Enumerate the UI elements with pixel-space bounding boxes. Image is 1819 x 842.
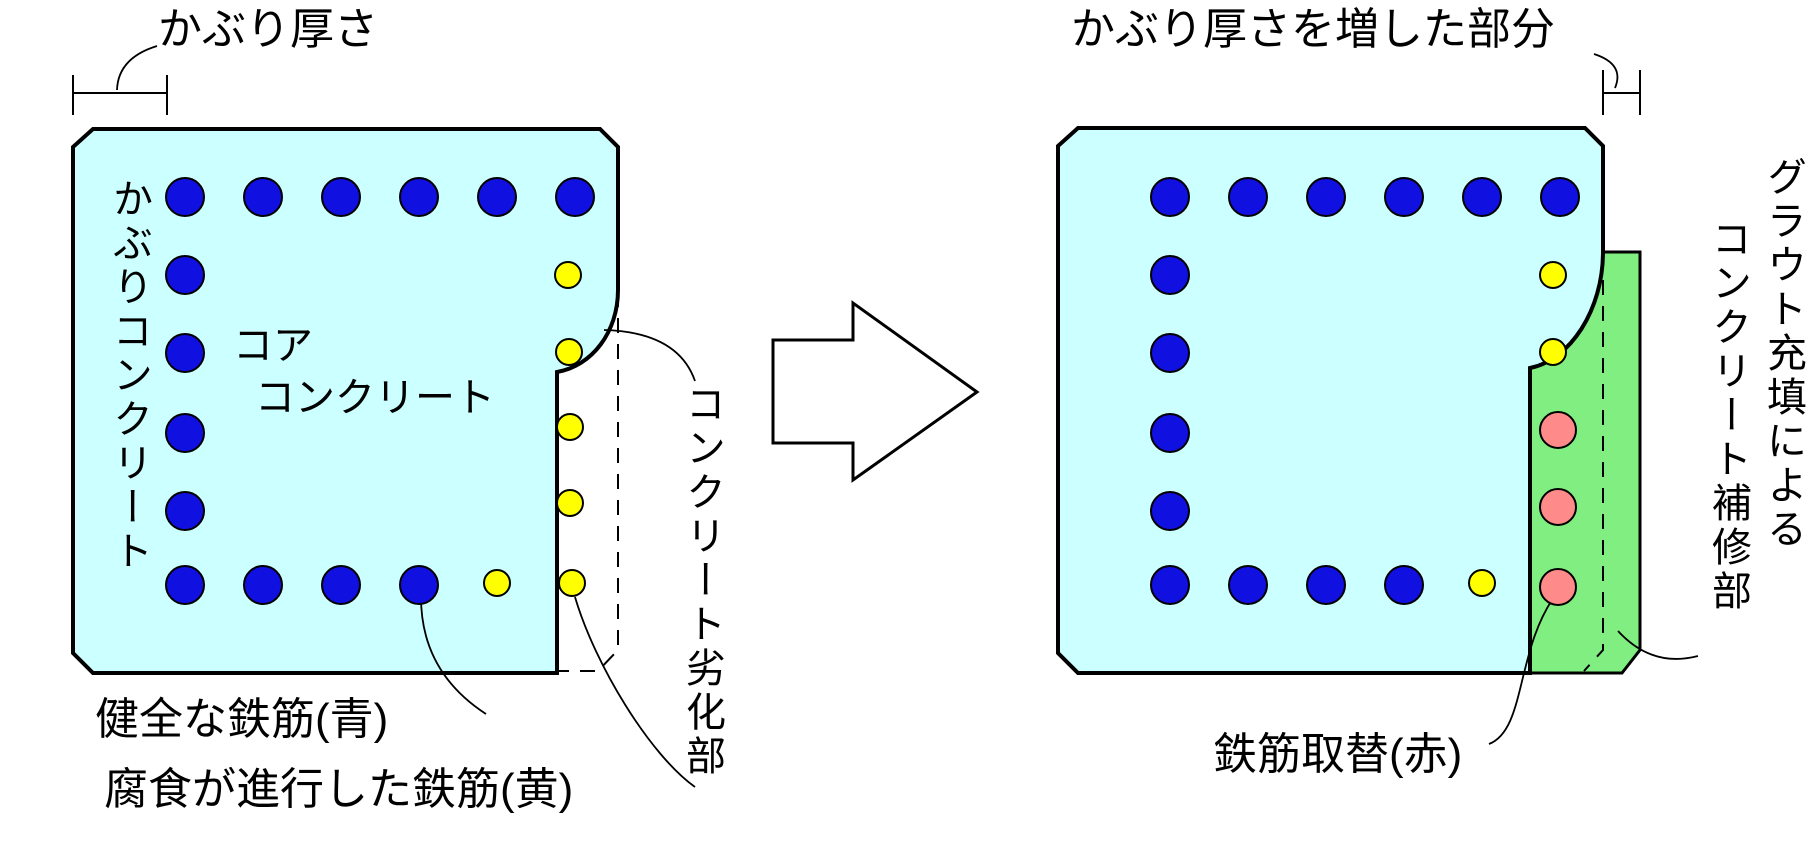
rebar-blue <box>1150 333 1190 373</box>
rebar-yellow <box>556 413 584 441</box>
rebar-blue <box>1384 565 1424 605</box>
deterioration-leader <box>603 329 696 382</box>
deterioration-zone-label: コンクリート劣化部 <box>680 383 724 779</box>
rebar-blue <box>399 565 439 605</box>
rebar-red <box>1539 568 1577 606</box>
core-concrete-line2: コンクリート <box>255 376 495 420</box>
rebar-yellow <box>556 489 584 517</box>
rebar-yellow <box>1539 338 1567 366</box>
right-added-cover-label: かぶり厚さを増した部分 <box>1071 5 1555 54</box>
cover-concrete-label: かぶりコンクリート <box>107 178 151 574</box>
left-dimension-leader <box>116 45 158 91</box>
sound-rebar-legend: 健全な鉄筋(青) <box>95 695 389 744</box>
rebar-blue <box>1384 177 1424 217</box>
sound-rebar-leader <box>420 596 487 715</box>
rebar-blue <box>243 565 283 605</box>
rebar-blue <box>165 565 205 605</box>
rebar-blue <box>1462 177 1502 217</box>
rebar-yellow <box>554 261 582 289</box>
rebar-blue <box>1306 177 1346 217</box>
rebar-blue <box>399 177 439 217</box>
rebar-blue <box>243 177 283 217</box>
rebar-blue <box>165 177 205 217</box>
core-concrete-line1: コア <box>233 324 313 368</box>
transformation-arrow <box>771 300 980 483</box>
rebar-yellow <box>483 569 511 597</box>
rebar-yellow <box>1539 261 1567 289</box>
rebar-blue <box>1540 177 1580 217</box>
right-concrete-section <box>1056 126 1605 675</box>
rebar-yellow <box>555 338 583 366</box>
rebar-blue <box>165 255 205 295</box>
left-rebar-group <box>165 177 595 605</box>
rebar-blue <box>1150 491 1190 531</box>
rebar-blue <box>1306 565 1346 605</box>
rebar-blue <box>321 565 361 605</box>
rebar-blue <box>477 177 517 217</box>
rebar-blue <box>555 177 595 217</box>
rebar-red <box>1539 411 1577 449</box>
right-original-surface-dashed <box>1583 254 1604 672</box>
rebar-blue <box>165 333 205 373</box>
grout-filling-label: グラウト充填による <box>1761 156 1805 552</box>
left-concrete-section <box>71 127 620 675</box>
left-original-surface-dashed <box>557 292 619 672</box>
rebar-blue <box>1150 565 1190 605</box>
right-dimension-leader <box>1593 53 1619 89</box>
right-dimension-bracket <box>1602 70 1641 115</box>
rebar-red <box>1539 488 1577 526</box>
rebar-yellow <box>1468 569 1496 597</box>
rebar-blue <box>1150 255 1190 295</box>
replaced-rebar-legend: 鉄筋取替(赤) <box>1213 730 1463 779</box>
rebar-blue <box>165 413 205 453</box>
rebar-blue <box>321 177 361 217</box>
rebar-blue <box>165 491 205 531</box>
left-dimension-bracket <box>72 75 168 115</box>
corroded-rebar-leader <box>574 596 696 788</box>
corroded-rebar-legend: 腐食が進行した鉄筋(黄) <box>104 765 574 814</box>
rebar-blue <box>1150 177 1190 217</box>
rebar-blue <box>1228 177 1268 217</box>
replaced-rebar-leader <box>1488 599 1553 745</box>
right-rebar-group <box>1150 177 1580 606</box>
left-cover-thickness-label: かぶり厚さ <box>158 5 378 54</box>
rebar-blue <box>1150 413 1190 453</box>
core-concrete-label: コアコンクリート <box>233 320 495 424</box>
repair-zone-leader <box>1617 630 1699 660</box>
rebar-yellow <box>558 569 586 597</box>
rebar-blue <box>1228 565 1268 605</box>
concrete-repair-zone-label: コンクリート補修部 <box>1706 218 1750 614</box>
